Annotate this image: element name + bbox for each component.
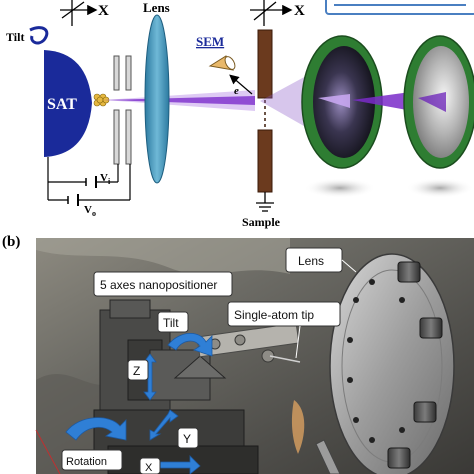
electron-beam	[104, 96, 255, 105]
axis-cross-right	[250, 0, 293, 26]
detector-aperture	[224, 56, 236, 70]
electron-label: e	[234, 85, 239, 97]
lens-tag: Lens	[298, 254, 324, 268]
x-tag: X	[145, 462, 153, 474]
rotation-arrow-icon	[65, 417, 127, 441]
voltage-circuit	[47, 157, 131, 206]
panel-b-label: (b)	[2, 234, 20, 250]
tilt-arrow-icon	[167, 332, 213, 357]
screen-shadow-2	[406, 178, 474, 198]
axis-label-right: X	[294, 3, 305, 19]
tip-holder	[196, 322, 301, 363]
sample-upper	[257, 29, 273, 99]
photo-labels: Lens 5 axes nanopositioner Single-atom t…	[61, 247, 357, 474]
single-atom-tip-tag: Single-atom tip	[234, 308, 314, 322]
lens-element	[144, 14, 170, 184]
foil-texture	[36, 238, 290, 275]
lens-disk	[315, 253, 455, 474]
red-wire	[35, 429, 61, 474]
z-tag: Z	[133, 364, 140, 378]
beam-on-screen-2	[418, 92, 446, 112]
axis-label-left: X	[98, 3, 109, 19]
panel-a: X Tilt SAT Lens SEM e	[6, 0, 474, 229]
beam-through-screen	[318, 94, 350, 108]
copper-foil	[291, 400, 305, 454]
z-arrow-icon	[143, 353, 157, 401]
lens-label: Lens	[143, 0, 170, 15]
tilt-tag: Tilt	[163, 316, 179, 330]
sample-lower	[257, 129, 273, 193]
rotation-tag: Rotation	[66, 456, 107, 468]
tilt-label: Tilt	[6, 30, 24, 44]
header-box	[325, 0, 474, 15]
source-dome	[44, 50, 92, 157]
detector-label: SEM	[196, 34, 224, 49]
panel-b: (b)	[2, 234, 474, 474]
screen-shadow-1	[304, 178, 376, 198]
voltage-inner-label: Vi	[100, 172, 111, 186]
sample-label: Sample	[242, 215, 281, 229]
beam-halo	[104, 90, 255, 111]
electron-arrow	[229, 74, 253, 95]
axis-cross-left	[60, 0, 98, 26]
y-arrow-icon	[149, 409, 179, 441]
y-tag: Y	[183, 432, 191, 446]
voltage-outer-label: Vo	[84, 204, 96, 218]
tilt-arrow-icon	[29, 26, 49, 45]
ground-icon	[256, 192, 274, 212]
source-label: SAT	[47, 96, 77, 113]
nanopositioner-tag: 5 axes nanopositioner	[100, 278, 217, 292]
extractor-electrodes	[113, 55, 132, 165]
